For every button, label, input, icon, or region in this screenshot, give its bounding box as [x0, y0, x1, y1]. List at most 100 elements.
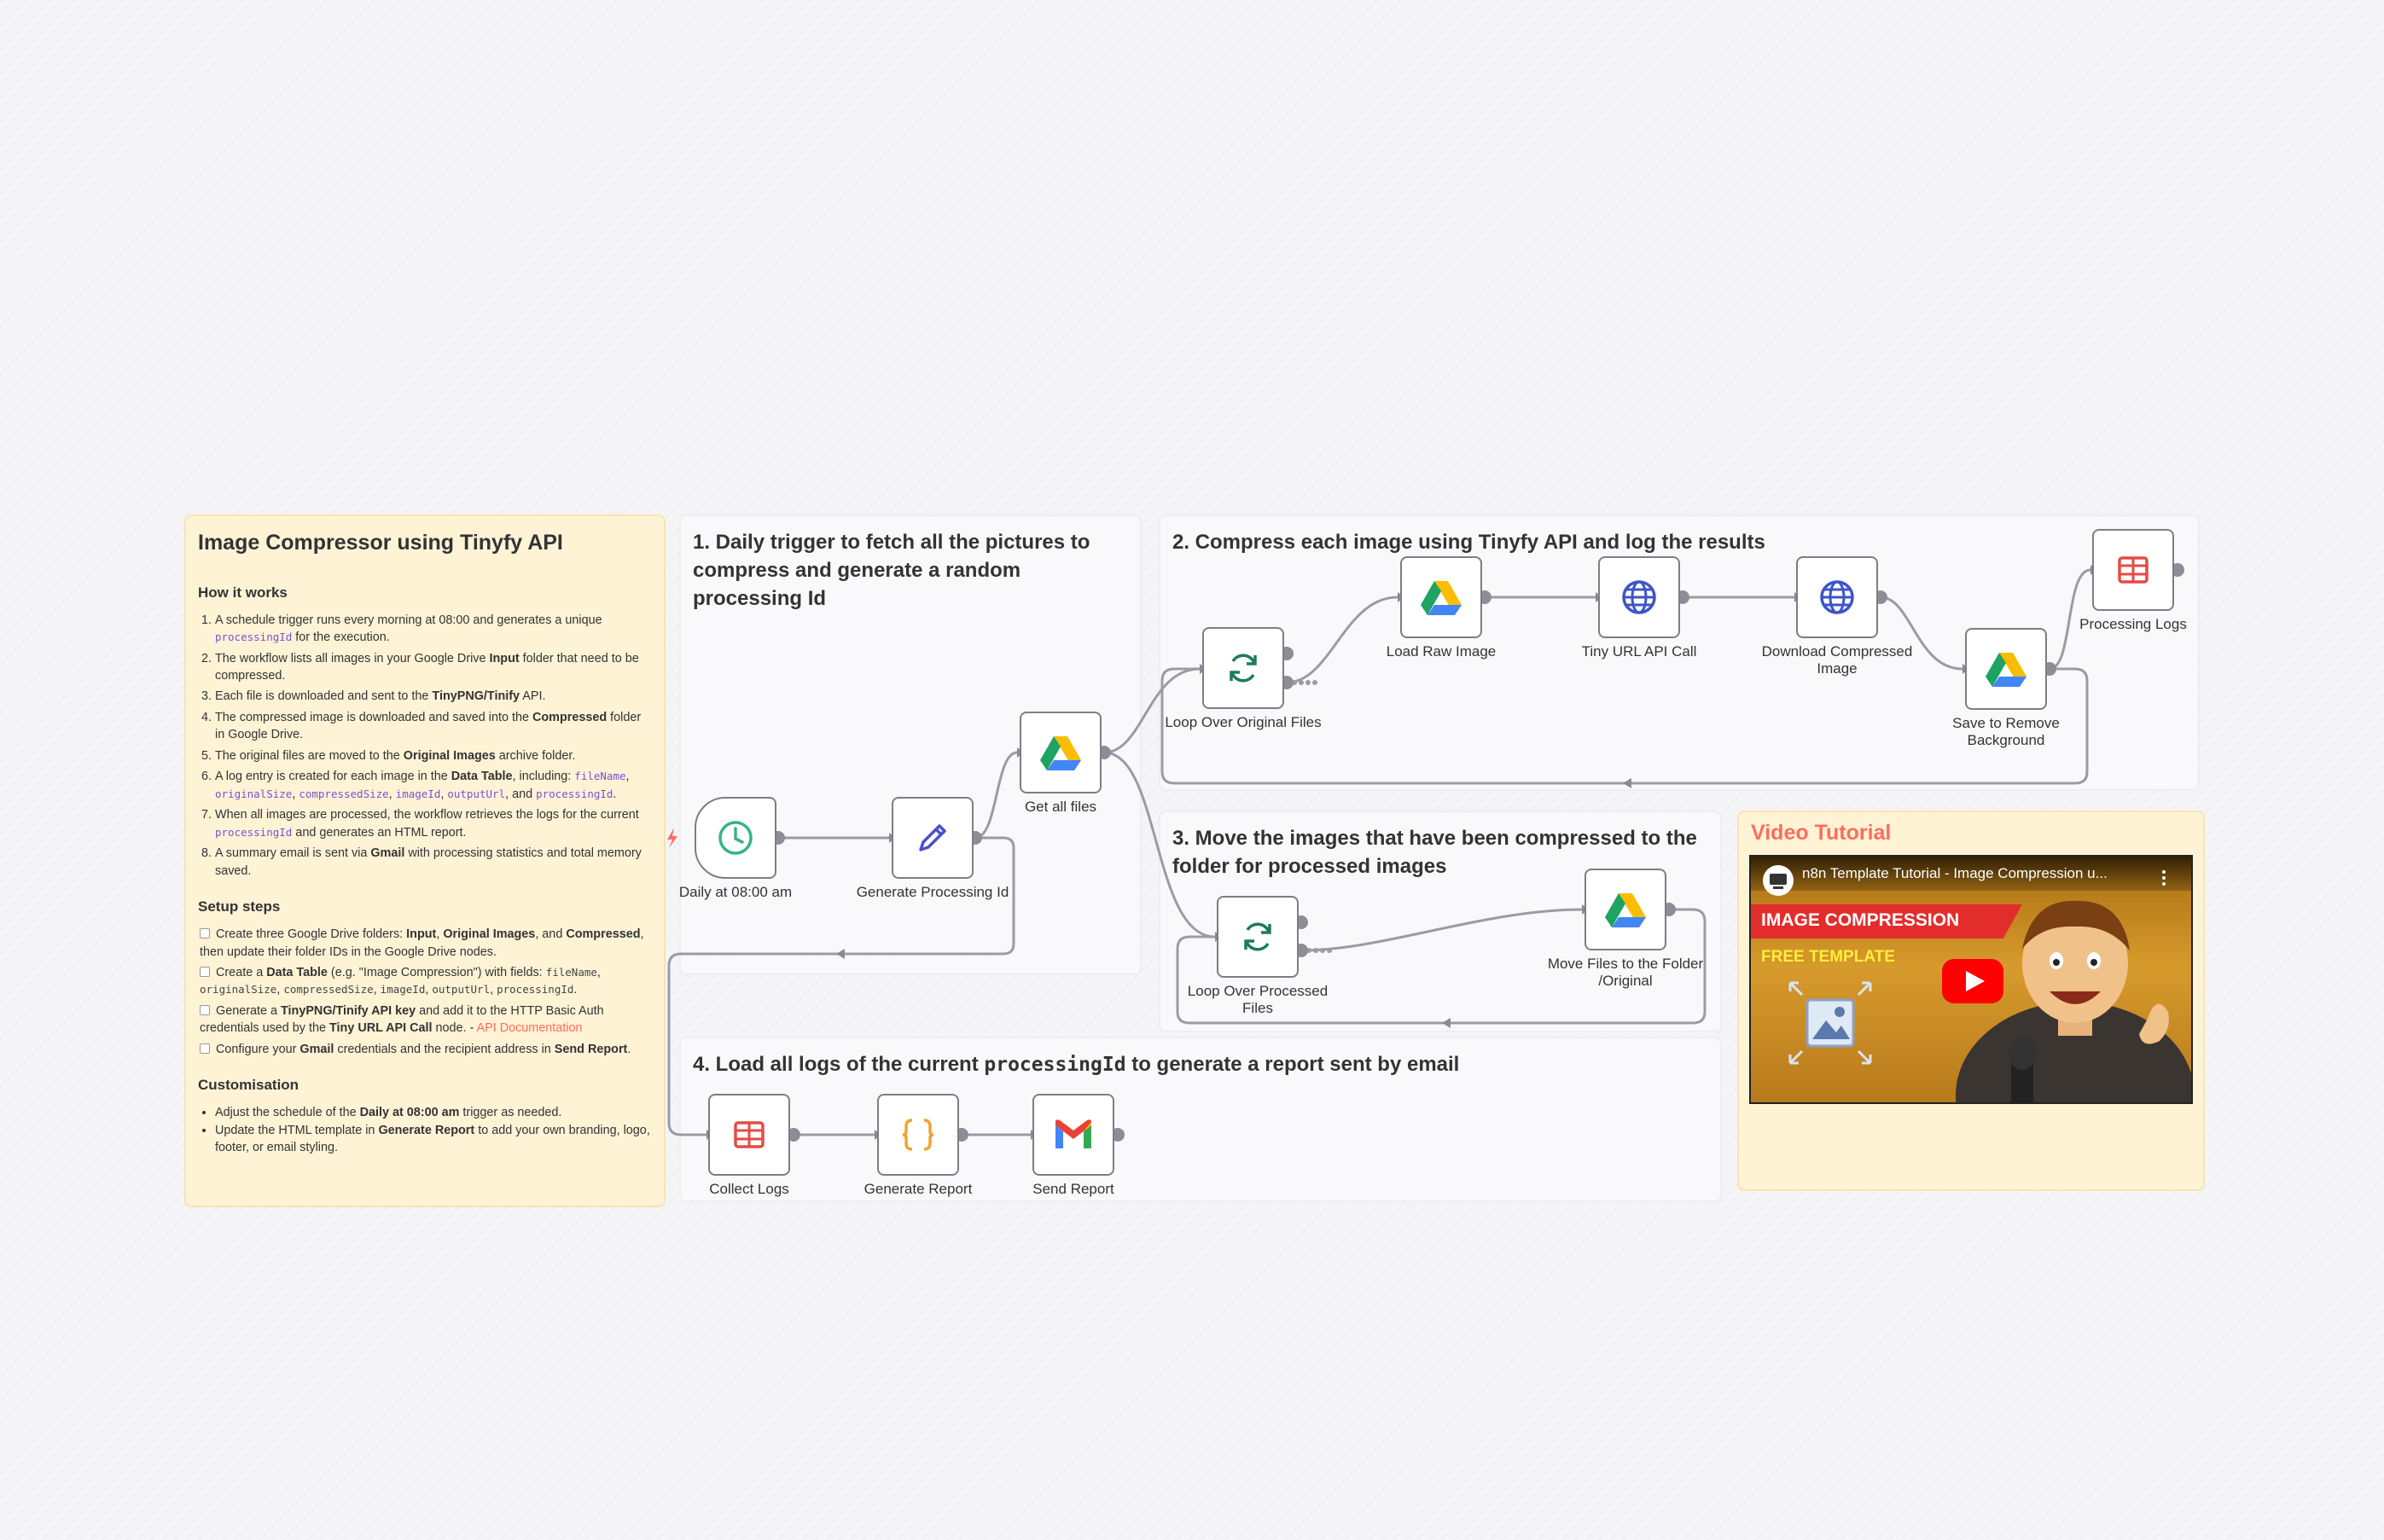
node-loop-over-processed-files[interactable] — [1217, 896, 1299, 978]
clock-icon — [718, 821, 753, 855]
node-move-files-label: Move Files to the Folder /Original — [1547, 956, 1704, 990]
list-item: The original files are moved to the Orig… — [215, 747, 654, 764]
channel-icon — [1763, 865, 1794, 896]
node-generate-processing-id-label: Generate Processing Id — [856, 884, 1009, 900]
node-send-report[interactable] — [1032, 1094, 1114, 1176]
google-drive-icon — [1040, 736, 1081, 770]
list-item: Create three Google Drive folders: Input… — [200, 927, 644, 959]
list-item: A summary email is sent via Gmail with p… — [215, 845, 654, 880]
checkbox[interactable] — [200, 928, 210, 939]
loop-icon — [1244, 922, 1271, 951]
bold-text: Send Report — [554, 1042, 628, 1056]
list-item: The workflow lists all images in your Go… — [215, 650, 654, 685]
table-icon — [2118, 556, 2149, 584]
node-processing-logs[interactable] — [2092, 529, 2174, 611]
bold-text: Input — [406, 927, 437, 942]
node-load-raw-image[interactable] — [1400, 556, 1482, 638]
checkbox[interactable] — [200, 967, 210, 977]
loop-icon — [1230, 654, 1257, 683]
node-generate-processing-id[interactable] — [892, 797, 974, 879]
video-title: n8n Template Tutorial - Image Compressio… — [1802, 865, 2108, 881]
video-tutorial-sticky[interactable]: Video Tutorial n8n Template Tutorial - I… — [1737, 811, 2205, 1191]
video-thumbnail[interactable]: n8n Template Tutorial - Image Compressio… — [1749, 855, 2193, 1104]
node-download-compressed-image-label: Download Compressed Image — [1761, 643, 1913, 677]
inline-code: imageId — [380, 983, 426, 997]
youtube-play-icon[interactable] — [1942, 959, 2003, 1003]
google-drive-icon — [1605, 893, 1646, 927]
inline-code: processingId — [497, 983, 574, 997]
google-drive-icon — [1421, 581, 1462, 615]
checkbox[interactable] — [200, 1043, 210, 1054]
node-move-files[interactable] — [1584, 869, 1666, 950]
bold-text: Data Table — [266, 966, 328, 979]
node-loop-over-processed-files-label: Loop Over Processed Files — [1187, 983, 1329, 1017]
bold-text: Input — [489, 651, 520, 665]
node-get-all-files[interactable] — [1020, 712, 1102, 793]
pencil-icon — [919, 824, 946, 851]
inline-code: originalSize — [200, 983, 277, 997]
bold-text: Compressed — [532, 710, 608, 724]
api-documentation-link[interactable]: API Documentation — [476, 1021, 583, 1036]
bold-text: Daily at 08:00 am — [359, 1106, 460, 1120]
globe-icon — [1820, 580, 1854, 614]
list-item: Update the HTML template in Generate Rep… — [215, 1122, 654, 1157]
bold-text: Gmail — [370, 846, 405, 861]
node-processing-logs-label: Processing Logs — [2079, 616, 2187, 632]
connection-getfiles-to-loopprocessed — [1103, 751, 1216, 939]
list-item: Each file is downloaded and sent to the … — [215, 688, 654, 705]
connection-looporiginal-to-loadraw — [1286, 596, 1398, 684]
bold-text: Tiny URL API Call — [329, 1021, 433, 1036]
documentation-sticky[interactable]: Image Compressor using Tinyfy API How it… — [184, 514, 666, 1207]
node-save-to-remove-background[interactable] — [1965, 628, 2047, 710]
customisation-heading: Customisation — [198, 1077, 299, 1094]
bold-text: Original Images — [403, 748, 496, 763]
inline-code: imageId — [395, 787, 441, 800]
gmail-icon — [1055, 1119, 1091, 1148]
section-3-title: 3. Move the images that have been compre… — [1172, 827, 1697, 879]
node-get-all-files-label: Get all files — [1024, 799, 1097, 815]
list-item: Create a Data Table (e.g. "Image Compres… — [200, 966, 601, 997]
inline-code: fileName — [574, 770, 626, 783]
inline-code: fileName — [545, 966, 597, 979]
video-banner: IMAGE COMPRESSION — [1761, 910, 1960, 930]
section-4-sticky[interactable]: 4. Load all logs of the current processi… — [679, 1037, 1722, 1202]
node-loop-over-original-files[interactable] — [1202, 627, 1284, 709]
section-4-title: 4. Load all logs of the current processi… — [693, 1053, 1460, 1076]
doc-title: Image Compressor using Tinyfy API — [198, 531, 563, 555]
setup-steps-heading: Setup steps — [198, 898, 281, 915]
code-braces-icon — [902, 1119, 934, 1151]
node-generate-report-label: Generate Report — [863, 1181, 973, 1197]
node-load-raw-image-label: Load Raw Image — [1386, 643, 1497, 660]
how-it-works-list: A schedule trigger runs every morning at… — [198, 612, 654, 880]
mascot-illustration — [1956, 900, 2191, 1102]
inline-code: processingId — [536, 787, 613, 800]
more-options-icon[interactable] — [2160, 869, 2167, 887]
connection-download-to-save — [1880, 596, 1963, 671]
node-collect-logs[interactable] — [708, 1094, 790, 1176]
node-send-report-label: Send Report — [1032, 1181, 1114, 1197]
list-item: When all images are processed, the workf… — [215, 806, 654, 841]
bold-text: TinyPNG/Tinify API key — [281, 1003, 416, 1018]
inline-code: processingId — [215, 631, 293, 644]
node-download-compressed-image[interactable] — [1796, 556, 1878, 638]
video-subtitle: FREE TEMPLATE — [1761, 948, 1895, 966]
node-tiny-url-api-call[interactable] — [1598, 556, 1680, 638]
inline-code: outputUrl — [447, 787, 506, 800]
node-tiny-url-api-call-label: Tiny URL API Call — [1581, 643, 1697, 660]
bold-text: Gmail — [299, 1042, 334, 1056]
google-drive-icon — [1986, 653, 2026, 687]
bold-text: Compressed — [566, 927, 641, 942]
inline-code: originalSize — [215, 787, 293, 800]
node-generate-report[interactable] — [877, 1094, 959, 1176]
table-icon — [734, 1121, 765, 1148]
connection-save-to-logs — [2049, 568, 2091, 671]
bold-text: Generate Report — [378, 1123, 475, 1137]
inline-code: compressedSize — [299, 787, 389, 800]
node-loop-over-original-files-label: Loop Over Original Files — [1165, 714, 1322, 730]
node-daily-trigger[interactable] — [695, 797, 776, 879]
how-it-works-heading: How it works — [198, 584, 288, 601]
connection-generate-to-collect — [667, 836, 1015, 1136]
section-1-title: 1. Daily trigger to fetch all the pictur… — [693, 531, 1090, 611]
checkbox[interactable] — [200, 1004, 210, 1015]
